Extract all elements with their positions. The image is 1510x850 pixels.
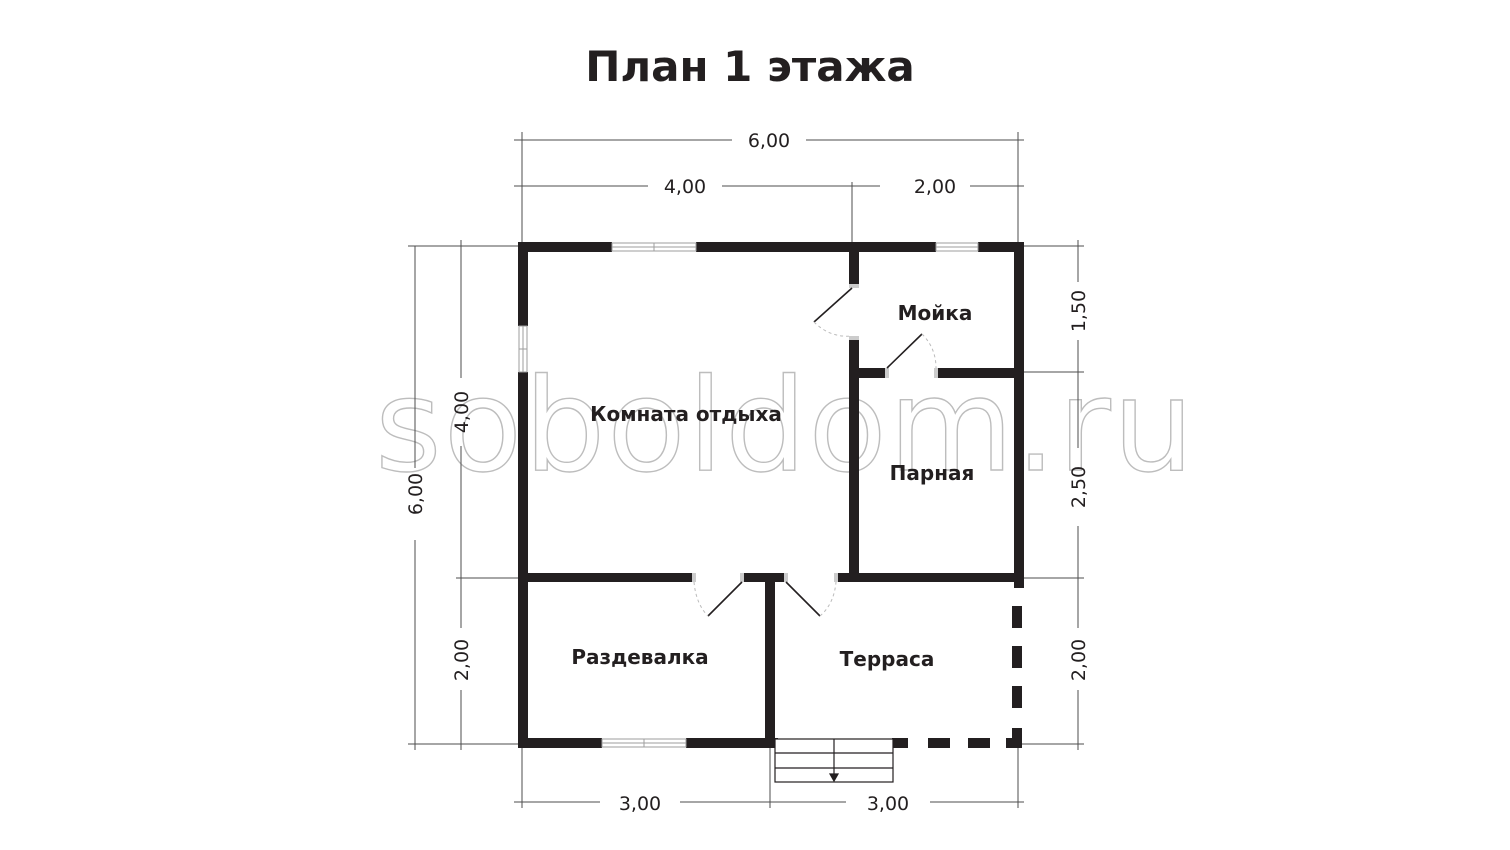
room-label-parnaya: Парная	[890, 461, 975, 485]
room-label-terrasa: Терраса	[840, 647, 935, 671]
dim-bottom-right: 3,00	[867, 793, 909, 815]
dim-right-middle: 2,50	[1068, 466, 1090, 508]
room-label-mojka: Мойка	[898, 301, 973, 325]
windows	[518, 242, 979, 748]
window-left	[518, 325, 528, 373]
dim-top-total: 6,00	[748, 130, 790, 152]
window-top-right	[935, 242, 979, 252]
room-label-komnata-otdyha: Комната отдыха	[590, 402, 782, 426]
stairs	[774, 738, 894, 783]
dimension-lines	[408, 132, 1084, 808]
door-komnata-razdevalka	[692, 573, 744, 617]
room-label-razdevalka: Раздевалка	[571, 645, 708, 669]
door-mojka-parnaya	[885, 333, 938, 378]
window-bottom	[601, 738, 687, 748]
door-komnata-mojka	[813, 284, 859, 340]
window-top-left	[611, 242, 697, 252]
watermark: soboldom.ru	[375, 352, 1196, 501]
dim-left-upper: 4,00	[451, 391, 473, 433]
stairs-arrow-down-icon	[828, 773, 840, 783]
doors	[692, 284, 938, 617]
page-title: План 1 этажа	[585, 42, 915, 91]
dim-top-right: 2,00	[914, 176, 956, 198]
door-komnata-terrasa	[784, 573, 838, 617]
dim-right-upper: 1,50	[1068, 290, 1090, 332]
dim-left-total: 6,00	[405, 473, 427, 515]
dim-top-left: 4,00	[664, 176, 706, 198]
dim-bottom-left: 3,00	[619, 793, 661, 815]
dim-left-lower: 2,00	[451, 639, 473, 681]
dim-right-lower: 2,00	[1068, 639, 1090, 681]
walls	[518, 242, 1024, 748]
